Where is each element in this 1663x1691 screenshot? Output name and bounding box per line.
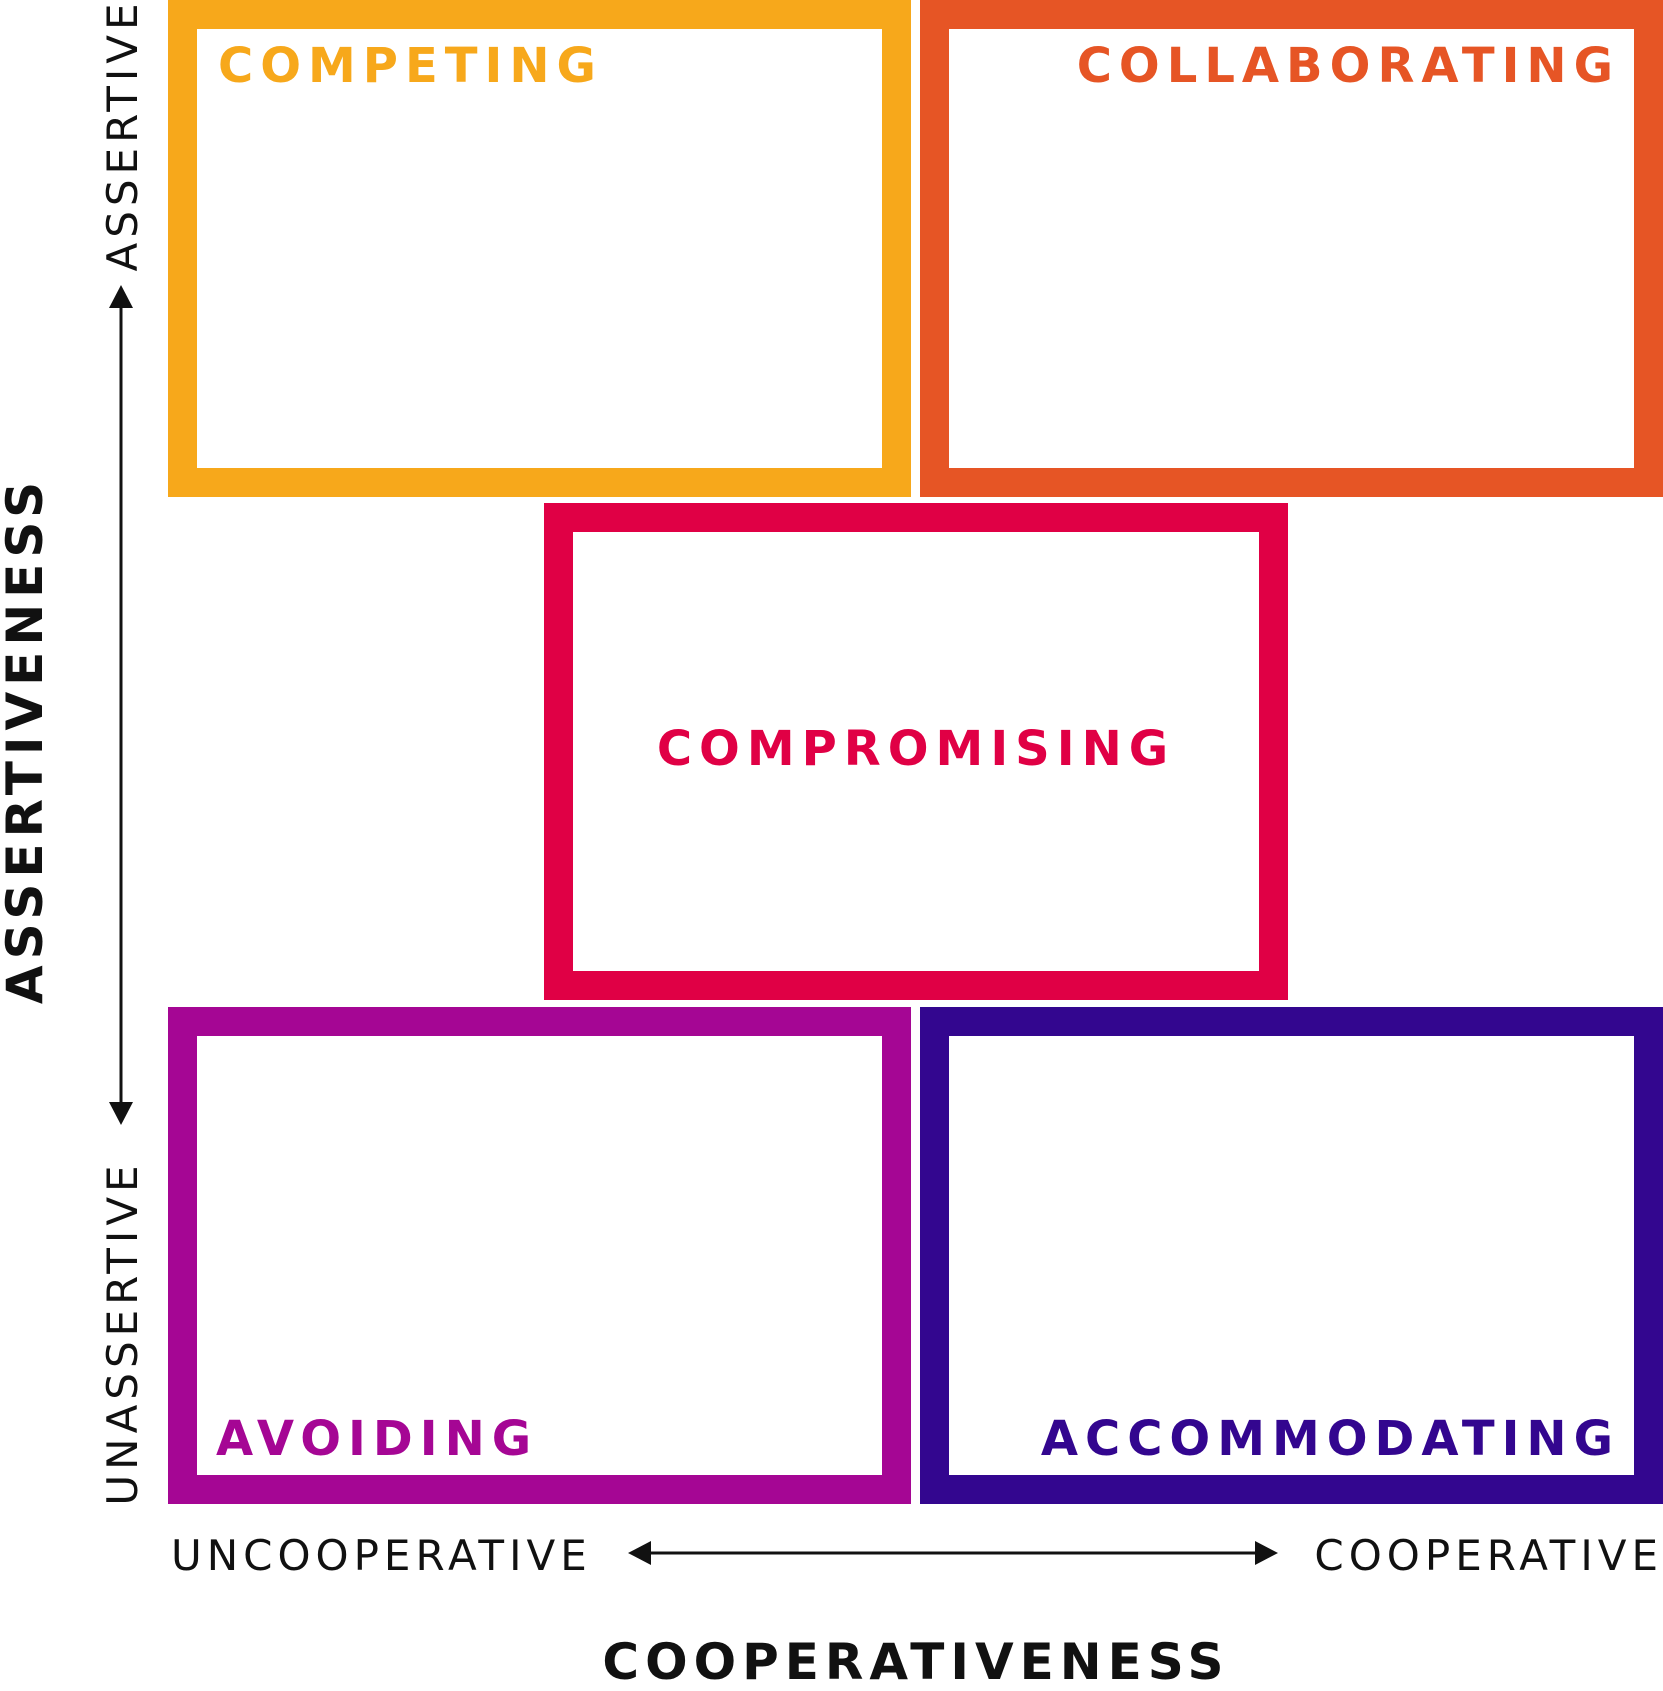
- collaborating-label: COLLABORATING: [1076, 38, 1620, 94]
- arrow-left-icon: [628, 1541, 651, 1565]
- competing-box: [168, 0, 911, 497]
- compromising-label: COMPROMISING: [656, 721, 1176, 777]
- competing-label: COMPETING: [218, 38, 603, 94]
- collaborating-box: [920, 0, 1663, 497]
- y-axis-low-label: UNASSERTIVE: [98, 1160, 147, 1506]
- avoiding-box: [168, 1007, 911, 1504]
- compromising-box: [544, 503, 1288, 1000]
- arrow-down-icon: [109, 1102, 133, 1125]
- x-axis-high-label: COOPERATIVE: [1314, 1531, 1663, 1580]
- arrow-right-icon: [1255, 1541, 1278, 1565]
- x-axis-low-label: UNCOOPERATIVE: [171, 1531, 592, 1580]
- y-axis-title: ASSERTIVENESS: [0, 475, 54, 1005]
- vertical-double-arrow: [109, 285, 133, 1125]
- y-axis-high-label: ASSERTIVE: [98, 0, 147, 272]
- accommodating-box: [920, 1007, 1663, 1504]
- horizontal-double-arrow: [628, 1541, 1278, 1565]
- arrow-up-icon: [109, 285, 133, 308]
- accommodating-label: ACCOMMODATING: [1040, 1411, 1620, 1467]
- avoiding-label: AVOIDING: [216, 1411, 539, 1467]
- x-axis-title: COOPERATIVENESS: [602, 1633, 1230, 1691]
